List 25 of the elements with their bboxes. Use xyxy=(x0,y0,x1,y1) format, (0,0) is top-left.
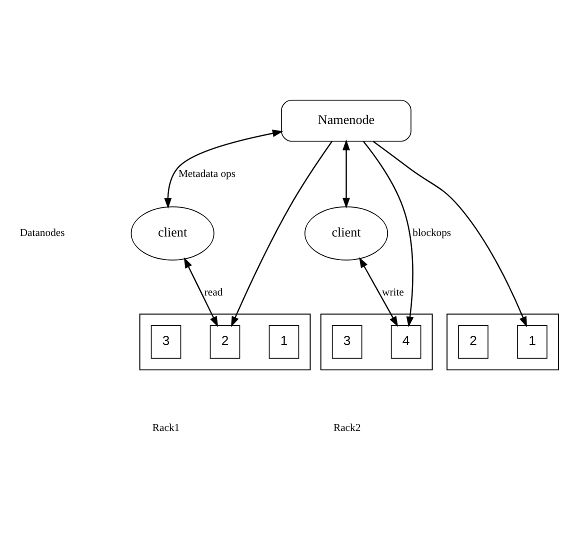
arrow xyxy=(362,141,414,328)
node-box: 1 xyxy=(517,325,548,359)
node-box: 2 xyxy=(458,325,488,359)
label: Rack2 xyxy=(333,422,361,434)
node-box: 2 xyxy=(210,325,240,359)
cluster xyxy=(446,314,559,370)
node-ellipse: client xyxy=(130,206,214,260)
arrow xyxy=(342,140,350,208)
edge-label: read xyxy=(204,288,223,299)
node-box: Namenode xyxy=(281,100,412,142)
node-box: 3 xyxy=(332,325,362,359)
arrow xyxy=(359,257,398,327)
arrow xyxy=(184,257,218,328)
node-box: 1 xyxy=(268,325,300,359)
node-box: 3 xyxy=(150,325,182,359)
arrow xyxy=(230,141,332,328)
node-box: 4 xyxy=(390,325,422,359)
label: Datanodes xyxy=(20,228,65,240)
arrow xyxy=(373,140,527,328)
label: Rack1 xyxy=(152,422,180,434)
edge-label: blockops xyxy=(412,228,452,240)
edge-label: Metadata ops xyxy=(178,168,236,180)
arrow xyxy=(164,130,284,209)
edge-label: write xyxy=(382,288,404,299)
node-ellipse: client xyxy=(304,206,388,260)
